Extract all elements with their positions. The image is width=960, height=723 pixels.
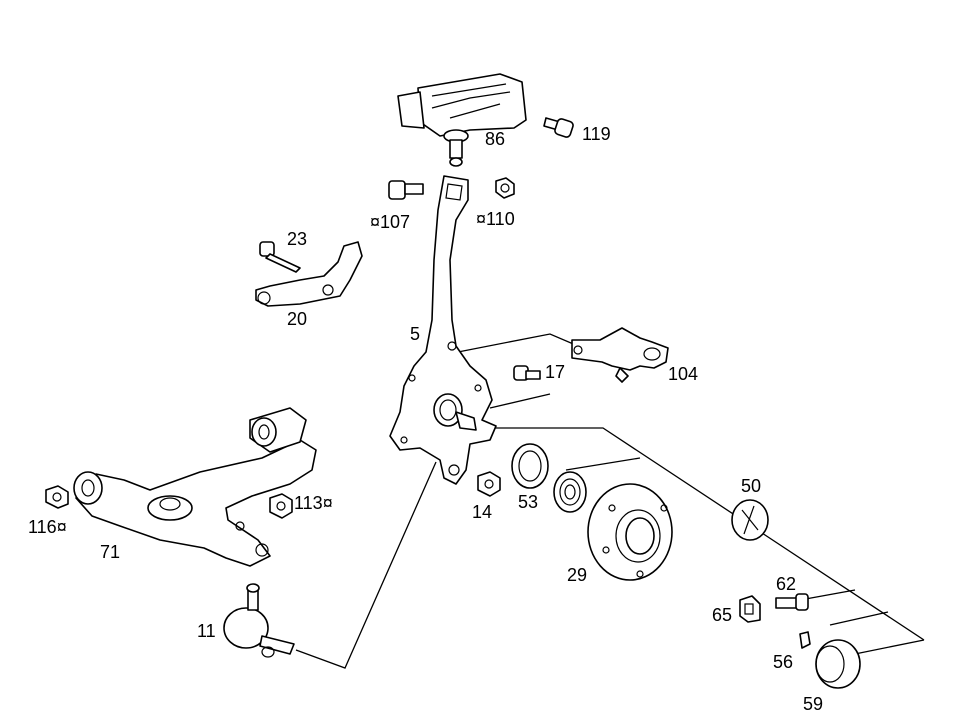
part-113-nut: [269, 493, 293, 519]
label-50: 50: [741, 476, 761, 496]
label-53: 53: [518, 492, 538, 512]
part-29-wheel-hub: [587, 483, 673, 581]
label-14: 14: [472, 502, 492, 522]
label-56: 56: [773, 652, 793, 672]
part-59-grease-cap: [815, 639, 861, 689]
part-110-nut: [495, 177, 515, 199]
label-23: 23: [287, 229, 307, 249]
part-20-steering-arm: [255, 241, 363, 307]
part-wheel-bearing: [553, 471, 587, 513]
label-71: 71: [100, 542, 120, 562]
part-62-bolt: [775, 593, 809, 611]
part-107-bolt: [388, 180, 424, 200]
label-104: 104: [668, 364, 698, 384]
label-119: 119: [582, 124, 611, 144]
label-20: 20: [287, 309, 307, 329]
part-11-ball-joint: [223, 583, 295, 658]
label-59: 59: [803, 694, 823, 714]
part-116-nut: [45, 485, 69, 509]
part-14-nut: [477, 471, 501, 497]
part-104-bracket: [571, 327, 669, 383]
label-110: ¤110: [476, 209, 515, 229]
label-107: ¤107: [370, 212, 410, 232]
part-50-clamp-nut: [731, 499, 769, 541]
part-17-stud: [513, 365, 541, 381]
label-11: 11: [197, 621, 216, 641]
part-65-clip: [739, 595, 761, 623]
part-23-bolt: [259, 241, 301, 273]
part-71-lower-control-arm: [73, 407, 317, 567]
label-116: 116¤: [28, 517, 67, 537]
part-labels: 86 119 ¤107 ¤110 23 20 5 17 104 113¤ 116…: [28, 124, 823, 714]
label-65: 65: [712, 605, 732, 625]
part-86-upper-mount: [397, 73, 527, 167]
label-62: 62: [776, 574, 796, 594]
label-113: 113¤: [294, 493, 333, 513]
label-5: 5: [410, 324, 420, 344]
part-53-seal: [511, 443, 549, 489]
label-17: 17: [545, 362, 565, 382]
label-29: 29: [567, 565, 587, 585]
part-119-bolt: [543, 117, 574, 138]
part-56-sensor: [799, 631, 811, 649]
part-5-steering-knuckle: [389, 175, 497, 485]
label-86: 86: [485, 129, 505, 149]
leader-lines: [295, 333, 925, 669]
